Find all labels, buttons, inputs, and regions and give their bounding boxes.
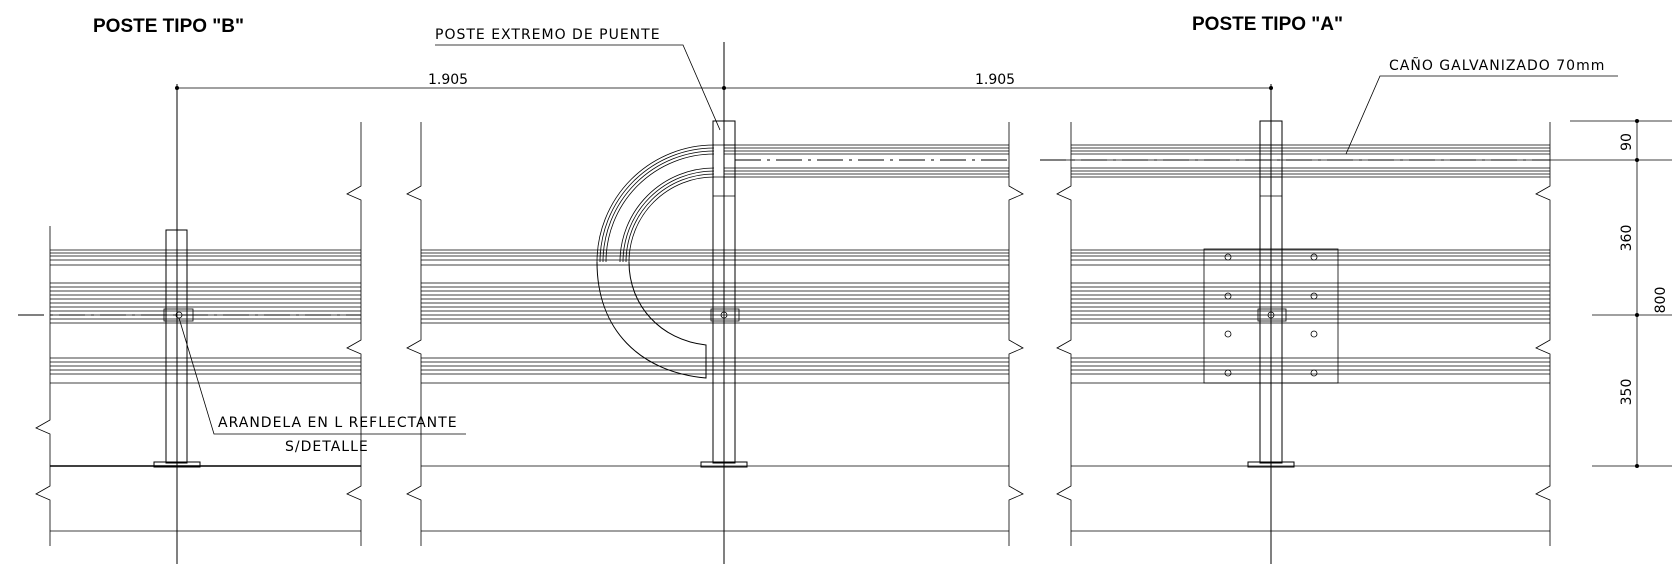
dim-800: 800 bbox=[1653, 287, 1669, 314]
bridge-end-post-washer bbox=[710, 308, 740, 322]
curved-pipe-end bbox=[596, 144, 715, 379]
title-post-type-a: POSTE TIPO "A" bbox=[1192, 14, 1343, 35]
bridge-end-post bbox=[712, 120, 736, 464]
label-galvanized-pipe: CAÑO GALVANIZADO 70mm bbox=[1345, 57, 1618, 155]
splice-plate bbox=[1203, 248, 1339, 384]
galvanized-pipe-rail-right bbox=[1040, 144, 1550, 178]
washer-label-line1: ARANDELA EN L REFLECTANTE bbox=[218, 415, 458, 431]
post-b-washer bbox=[163, 308, 194, 322]
label-bridge-end-post: POSTE EXTREMO DE PUENTE bbox=[435, 27, 721, 131]
post-b-base-plate bbox=[153, 461, 201, 468]
dim-350: 350 bbox=[1619, 379, 1635, 406]
span-right-value: 1.905 bbox=[975, 72, 1015, 88]
galvanized-pipe-rail-middle bbox=[724, 144, 1009, 178]
post-a-washer bbox=[1257, 308, 1287, 322]
post-a-base-plate bbox=[1247, 461, 1295, 468]
rail-segment-left bbox=[18, 122, 362, 546]
height-dimensions: 90 360 800 350 bbox=[1040, 119, 1672, 468]
rail-segment-middle bbox=[406, 120, 1024, 546]
span-left-value: 1.905 bbox=[428, 72, 468, 88]
washer-label-line2: S/DETALLE bbox=[285, 439, 369, 455]
galvanized-pipe-label: CAÑO GALVANIZADO 70mm bbox=[1389, 57, 1605, 74]
dim-90: 90 bbox=[1619, 133, 1635, 151]
post-type-a bbox=[1259, 120, 1283, 464]
bridge-end-post-label: POSTE EXTREMO DE PUENTE bbox=[435, 27, 661, 43]
bridge-end-post-base-plate bbox=[700, 461, 748, 468]
dim-360: 360 bbox=[1619, 225, 1635, 252]
post-type-b bbox=[165, 229, 188, 464]
label-reflective-washer: ARANDELA EN L REFLECTANTE S/DETALLE bbox=[178, 317, 466, 455]
title-post-type-b: POSTE TIPO "B" bbox=[93, 16, 244, 37]
rail-segment-right bbox=[1040, 120, 1551, 546]
